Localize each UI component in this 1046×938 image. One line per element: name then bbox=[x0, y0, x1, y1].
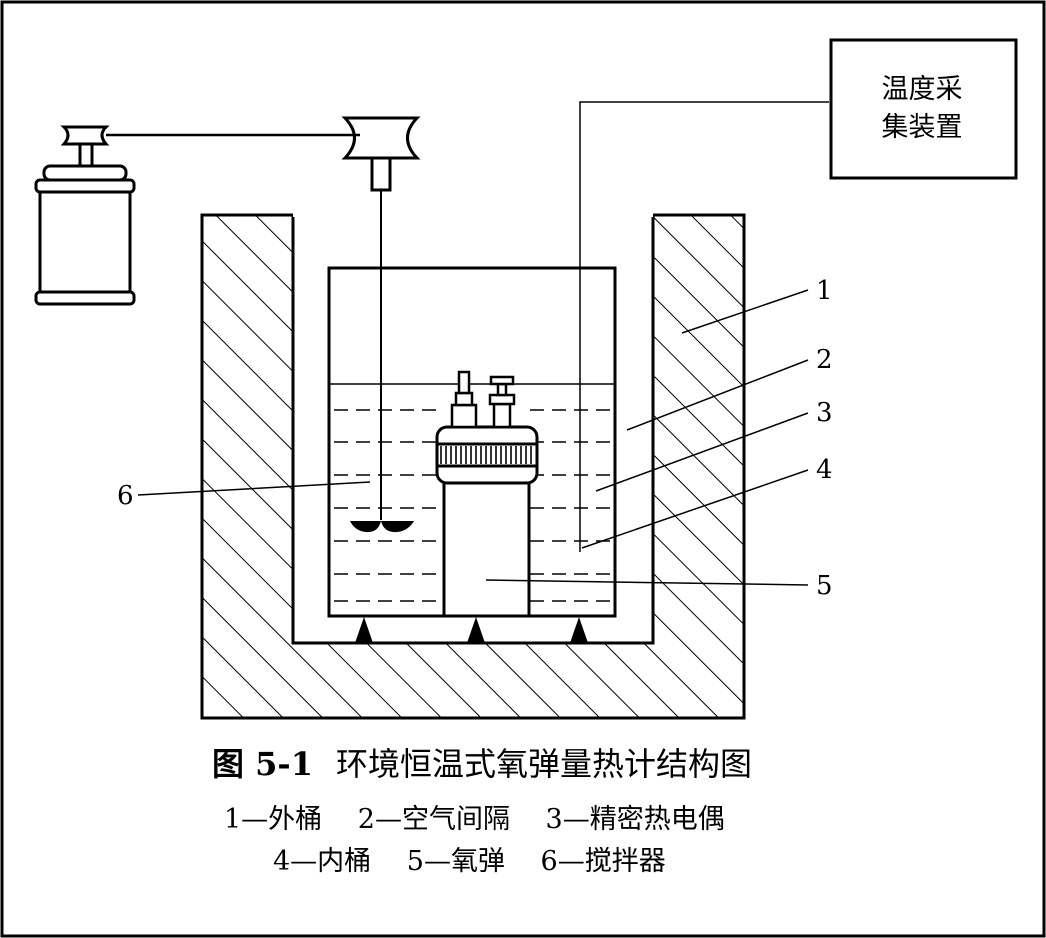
temperature-box-line1: 温度采 bbox=[882, 74, 963, 105]
motor bbox=[34, 125, 136, 306]
temperature-box-line2: 集装置 bbox=[882, 112, 963, 143]
callout-2: 2 bbox=[816, 345, 833, 375]
legend-line-1: 1—外桶 2—空气间隔 3—精密热电偶 bbox=[224, 804, 725, 835]
water-lines bbox=[334, 409, 612, 602]
figure-number: 图 5-1 bbox=[212, 745, 313, 783]
callout-3: 3 bbox=[816, 398, 833, 428]
temperature-box bbox=[829, 38, 1018, 180]
callout-6: 6 bbox=[117, 481, 134, 511]
legend-line-2: 4—内桶 5—氧弹 6—搅拌器 bbox=[273, 846, 666, 877]
stirrer bbox=[350, 190, 414, 533]
callout-4: 4 bbox=[816, 455, 833, 485]
callout-1: 1 bbox=[816, 276, 833, 306]
stirrer-pulley bbox=[341, 116, 421, 192]
leader-lines bbox=[137, 289, 809, 586]
oxygen-bomb bbox=[435, 370, 539, 618]
figure-caption: 环境恒温式氧弹量热计结构图 bbox=[336, 745, 752, 783]
thermocouple bbox=[579, 101, 829, 552]
callout-5: 5 bbox=[816, 571, 833, 601]
support-feet bbox=[355, 617, 588, 643]
